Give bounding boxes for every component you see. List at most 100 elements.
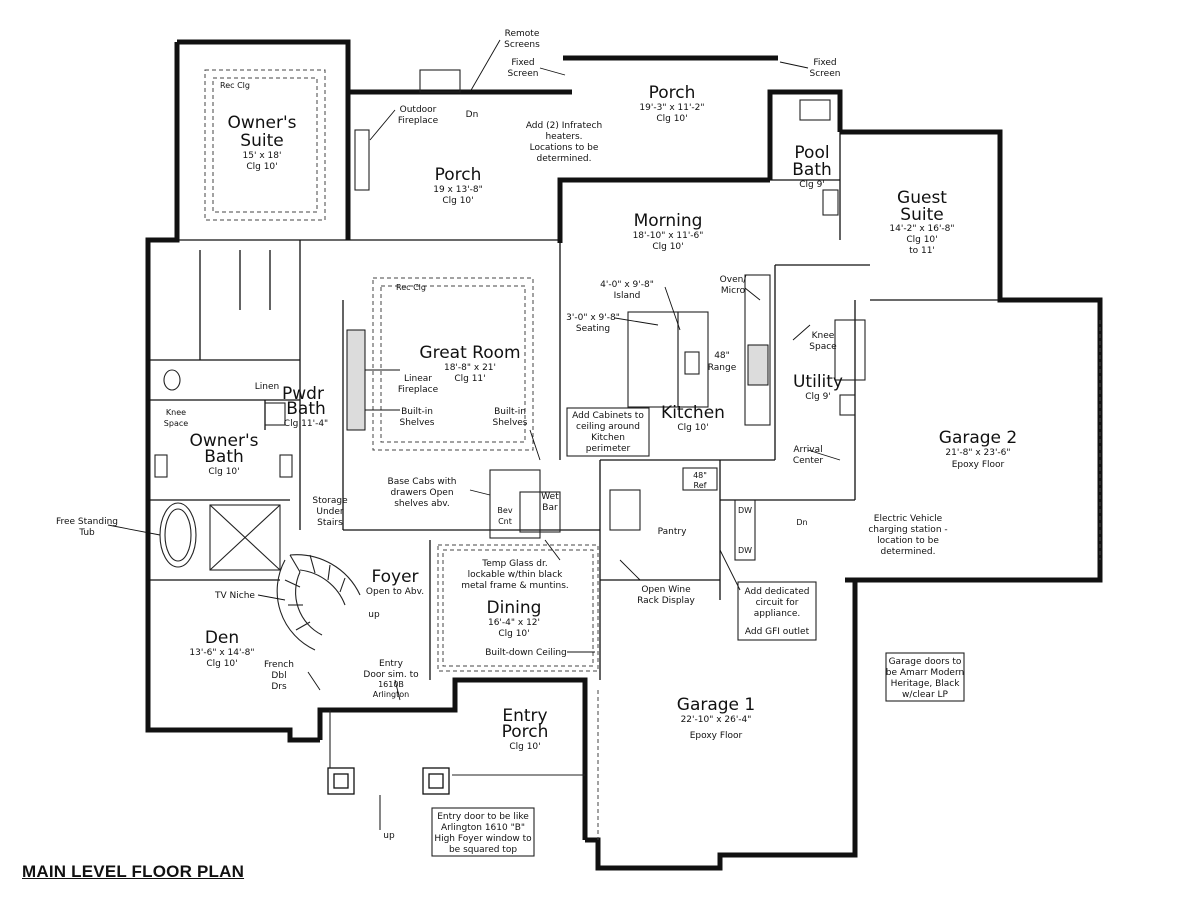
pwdr-bath-label-2: Bath: [286, 399, 326, 419]
linen-label: Linen: [255, 382, 279, 392]
island-2: Island: [614, 291, 641, 301]
oven-micro-2: Micro: [721, 286, 746, 296]
base-cabs-1: Base Cabs with: [388, 477, 457, 487]
pwdr-bath-clg: Clg 11'-4": [284, 419, 328, 429]
pantry-label: Pantry: [658, 527, 687, 537]
builtin-shelves-1: Built-in: [401, 407, 433, 417]
great-room-dims: 18'-8" x 21': [444, 363, 496, 373]
fixed-screen-left-1: Fixed: [511, 58, 534, 68]
guest-suite-dims: 14'-2" x 16'-8": [889, 224, 954, 234]
morning-clg: Clg 10': [652, 242, 683, 252]
kitchen-clg: Clg 10': [677, 423, 708, 433]
entry-note-box: [431, 807, 535, 857]
owners-bath-label-1: Owner's: [189, 431, 258, 451]
seating-2: Seating: [576, 324, 610, 334]
linear-fireplace-1: Linear: [404, 374, 432, 384]
ev-note-4: determined.: [881, 547, 936, 557]
builtin-shelves-2: Shelves: [399, 418, 434, 428]
recessed-ceilings: [204, 69, 599, 672]
entry-door-3: 1610B: [378, 680, 404, 689]
knee-space-bath-1: Knee: [166, 408, 186, 417]
garage2-label: Garage 2: [939, 428, 1017, 448]
dining-dims: 16'-4" x 12': [488, 618, 540, 628]
callout-labels: Remote Screens Fixed Screen Fixed Screen…: [56, 29, 964, 855]
entry-porch-label-1: Entry: [502, 706, 547, 726]
dw-1: DW: [738, 506, 752, 515]
oven-micro-1: Oven/: [720, 275, 748, 285]
outdoor-fireplace-1: Outdoor: [400, 105, 437, 115]
entry-note-1: Entry door to be like: [437, 812, 529, 822]
ev-note-3: location to be: [877, 536, 939, 546]
garage-doors-note-1: Garage doors to: [889, 657, 962, 667]
morning-label: Morning: [634, 211, 703, 231]
dw-2: DW: [738, 546, 752, 555]
base-cabs-3: shelves abv.: [394, 499, 450, 509]
fixed-screen-right-1: Fixed: [813, 58, 836, 68]
ref-1: 48": [693, 471, 707, 480]
room-labels: Rec Clg Owner's Suite 15' x 18' Clg 10' …: [189, 81, 1017, 752]
up-entry: up: [383, 831, 395, 841]
garage-doors-note-3: Heritage, Black: [891, 679, 961, 689]
porch-left-label: Porch: [435, 165, 482, 185]
circuit-note-box: [737, 581, 817, 641]
arrival-center-2: Center: [793, 456, 824, 466]
den-clg: Clg 10': [206, 659, 237, 669]
entry-note-4: be squared top: [449, 845, 517, 855]
porch-left-clg: Clg 10': [442, 196, 473, 206]
utility-label: Utility: [793, 372, 843, 392]
storage-2: Under: [316, 507, 344, 517]
entry-door-1: Entry: [379, 659, 404, 669]
heaters-note-2: heaters.: [545, 132, 582, 142]
entry-door-2: Door sim. to: [363, 670, 419, 680]
circuit-note-2: circuit for: [756, 598, 799, 608]
porch-left-dims: 19 x 13'-8": [433, 185, 483, 195]
garage-doors-note-4: w/clear LP: [902, 690, 948, 700]
garage2-floor: Epoxy Floor: [952, 460, 1005, 470]
garage1-dims: 22'-10" x 26'-4": [681, 715, 752, 725]
porch-top-dims: 19'-3" x 11'-2": [639, 103, 704, 113]
bev-cnt-1: Bev: [497, 506, 512, 515]
dining-label: Dining: [487, 598, 542, 618]
entry-porch-label-2: Porch: [502, 722, 549, 742]
temp-glass-1: Temp Glass dr.: [481, 559, 548, 569]
guest-suite-clg-2: to 11': [909, 246, 935, 256]
ev-note-2: charging station -: [868, 525, 947, 535]
tv-niche: TV Niche: [214, 591, 255, 601]
heaters-note-1: Add (2) Infratech: [526, 121, 602, 131]
fixed-screen-right-2: Screen: [810, 69, 841, 79]
builtin-shelves-b-1: Built-in: [494, 407, 526, 417]
remote-screens-1: Remote: [505, 29, 540, 39]
wine-rack-1: Open Wine: [641, 585, 691, 595]
circuit-note-4: Add GFI outlet: [745, 627, 810, 637]
den-dims: 13'-6" x 14'-8": [189, 648, 254, 658]
guest-suite-label-2: Suite: [900, 205, 943, 225]
kitchen-label: Kitchen: [661, 403, 725, 423]
entry-door-4: Arlington: [373, 690, 409, 699]
cabinets-note-box: [566, 407, 650, 457]
island-1: 4'-0" x 9'-8": [600, 280, 654, 290]
entry-note-3: High Foyer window to: [434, 834, 532, 844]
owners-bath-label-2: Bath: [204, 447, 244, 467]
heaters-note-4: determined.: [537, 154, 592, 164]
pool-bath-label-1: Pool: [794, 143, 829, 163]
seating-1: 3'-0" x 9'-8": [566, 313, 620, 323]
outdoor-fireplace-2: Fireplace: [398, 116, 439, 126]
french-2: Dbl: [271, 671, 286, 681]
note-boxes: [431, 407, 965, 857]
foyer-sub: Open to Abv.: [366, 587, 424, 597]
builtin-shelves-b-2: Shelves: [492, 418, 527, 428]
owners-suite-label-2: Suite: [240, 131, 283, 151]
linear-fireplace-2: Fireplace: [398, 385, 439, 395]
dining-clg: Clg 10': [498, 629, 529, 639]
up-stair: up: [368, 610, 380, 620]
wet-bar-1: Wet: [541, 492, 559, 502]
base-cabs-2: drawers Open: [390, 488, 453, 498]
fixed-screen-left-2: Screen: [508, 69, 539, 79]
wet-bar-2: Bar: [542, 503, 558, 513]
dn-garage: Dn: [796, 518, 807, 527]
temp-glass-3: metal frame & muntins.: [461, 581, 569, 591]
pool-bath-label-2: Bath: [792, 160, 832, 180]
guest-suite-label-1: Guest: [897, 188, 947, 208]
garage2-dims: 21'-8" x 23'-6": [945, 448, 1010, 458]
